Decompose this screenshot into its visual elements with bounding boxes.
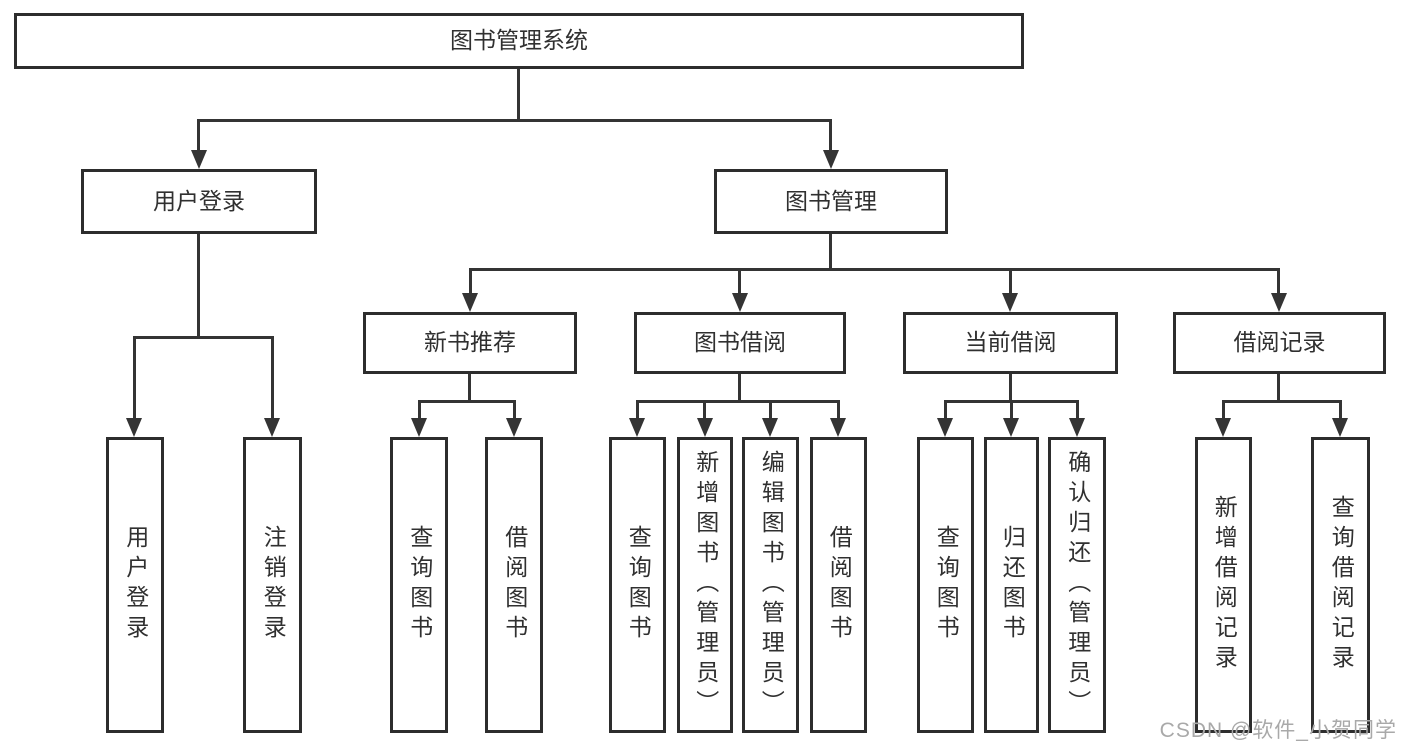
arrow-down-icon [937, 418, 953, 437]
arrow-down-icon [411, 418, 427, 437]
arrow-down-icon [462, 293, 478, 312]
connector-group4-shaft [1277, 268, 1280, 297]
node-new-book-recommend: 新书推荐 [363, 312, 577, 374]
connector-borrow-stem [738, 374, 741, 402]
arrow-down-icon [506, 418, 522, 437]
connector-mgmt-stem [829, 234, 832, 270]
arrow-down-icon [1332, 418, 1348, 437]
connector-login-stem [197, 234, 200, 338]
connector-current-stem [1009, 374, 1012, 402]
connector-shaft [944, 400, 947, 424]
connector-records-stem [1277, 374, 1280, 402]
connector-recommend-stem [468, 374, 471, 402]
connector-shaft [1010, 400, 1013, 424]
connector-user-login-shaft [197, 119, 200, 153]
connector-recommend-bar [418, 400, 516, 403]
connector-login-child2-shaft [271, 336, 274, 422]
connector-group3-shaft [1009, 268, 1012, 297]
arrow-down-icon [1215, 418, 1231, 437]
node-user-login: 用户登录 [81, 169, 317, 234]
connector-shaft [769, 400, 772, 424]
connector-records-bar [1222, 400, 1342, 403]
connector-root-stem [517, 69, 520, 119]
csdn-watermark: CSDN @软件_小贺同学 [1159, 719, 1397, 742]
connector-group1-shaft [469, 268, 472, 297]
arrow-down-icon [1003, 418, 1019, 437]
connector-login-child1-shaft [133, 336, 136, 422]
leaf-confirm-return-admin: 确认归还（管理员） [1048, 437, 1106, 733]
node-root-system: 图书管理系统 [14, 13, 1024, 69]
connector-group2-shaft [738, 268, 741, 297]
arrow-down-icon [1002, 293, 1018, 312]
arrow-down-icon [1271, 293, 1287, 312]
connector-mgmt-bar [469, 268, 1280, 271]
connector-root-bar [197, 119, 832, 122]
leaf-return-books: 归还图书 [984, 437, 1039, 733]
arrow-down-icon [830, 418, 846, 437]
connector-borrow-bar [636, 400, 840, 403]
arrow-down-icon [1069, 418, 1085, 437]
connector-login-bar [133, 336, 274, 339]
leaf-query-borrow-record: 查询借阅记录 [1311, 437, 1370, 733]
leaf-borrow-books-2: 借阅图书 [810, 437, 867, 733]
leaf-add-borrow-record: 新增借阅记录 [1195, 437, 1252, 733]
leaf-query-books-2: 查询图书 [609, 437, 666, 733]
connector-book-mgmt-shaft [829, 119, 832, 153]
leaf-logout: 注销登录 [243, 437, 302, 733]
arrow-down-icon [732, 293, 748, 312]
node-book-management: 图书管理 [714, 169, 948, 234]
arrow-down-icon [697, 418, 713, 437]
connector-shaft [513, 400, 516, 424]
node-current-borrow: 当前借阅 [903, 312, 1118, 374]
arrow-down-icon [264, 418, 280, 437]
leaf-add-books-admin: 新增图书（管理员） [677, 437, 733, 733]
leaf-borrow-books-1: 借阅图书 [485, 437, 543, 733]
arrow-down-icon [823, 150, 839, 169]
connector-shaft [1339, 400, 1342, 424]
connector-shaft [837, 400, 840, 424]
connector-shaft [1076, 400, 1079, 424]
arrow-down-icon [126, 418, 142, 437]
connector-shaft [636, 400, 639, 424]
node-borrow-records: 借阅记录 [1173, 312, 1386, 374]
connector-shaft [703, 400, 706, 424]
connector-shaft [418, 400, 421, 424]
leaf-query-books-1: 查询图书 [390, 437, 448, 733]
arrow-down-icon [762, 418, 778, 437]
arrow-down-icon [629, 418, 645, 437]
leaf-query-books-3: 查询图书 [917, 437, 974, 733]
arrow-down-icon [191, 150, 207, 169]
node-book-borrow: 图书借阅 [634, 312, 846, 374]
leaf-user-login: 用户登录 [106, 437, 164, 733]
leaf-edit-books-admin: 编辑图书（管理员） [742, 437, 799, 733]
connector-shaft [1222, 400, 1225, 424]
